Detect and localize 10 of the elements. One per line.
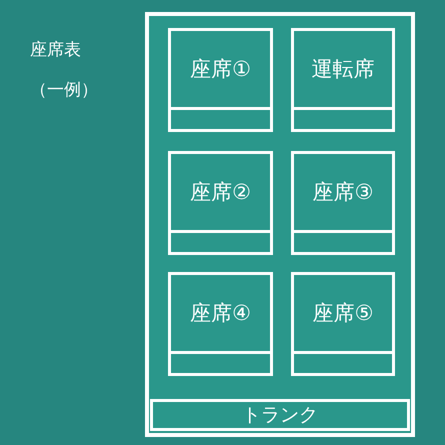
seat-box: 座席③ xyxy=(291,151,395,255)
caption: （一例） xyxy=(30,79,98,101)
car-outline xyxy=(145,12,415,437)
title: 座席表 xyxy=(30,39,81,61)
trunk-area: トランク xyxy=(150,399,410,431)
seat-box: 座席④ xyxy=(168,272,273,376)
seat-box: 座席② xyxy=(168,151,273,255)
seat-box: 運転席 xyxy=(291,28,395,132)
seat-box: 座席⑤ xyxy=(291,272,395,376)
seat-box: 座席① xyxy=(168,28,273,132)
